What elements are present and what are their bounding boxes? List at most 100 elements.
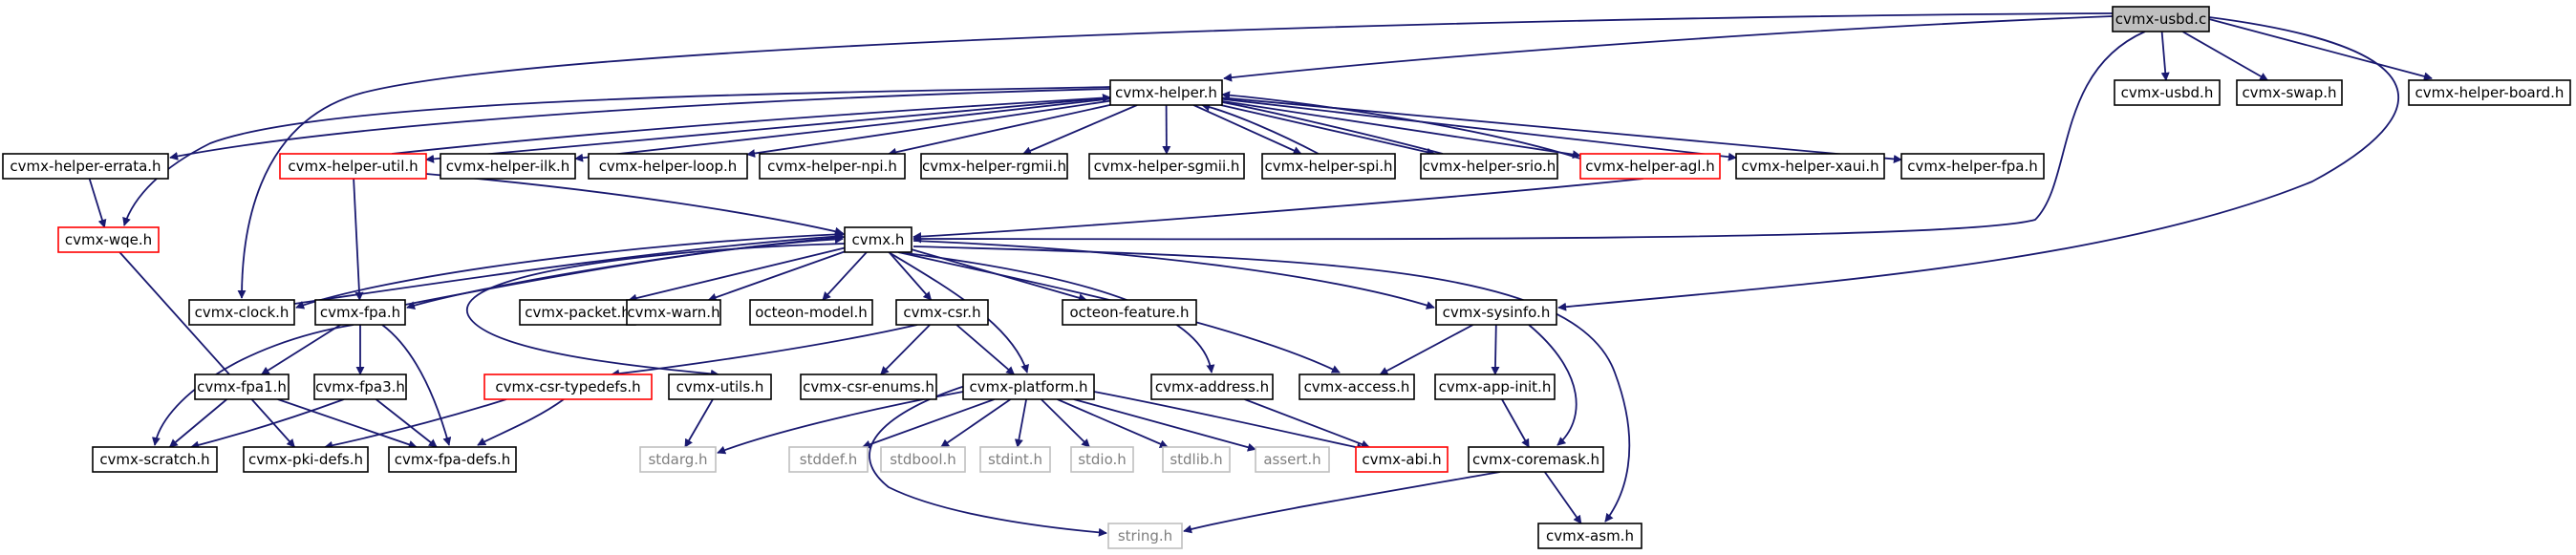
edges-layer bbox=[88, 12, 2433, 537]
node-cvmx-fpa-defs-h[interactable]: cvmx-fpa-defs.h bbox=[388, 446, 517, 473]
node-box bbox=[1261, 153, 1396, 180]
edge-cvmx-helper-util-h-to-cvmx-helper-h bbox=[391, 94, 1111, 155]
edge-cvmx-h-to-octeon-model-h bbox=[822, 251, 868, 301]
node-box bbox=[920, 153, 1068, 180]
node-label: string.h bbox=[1118, 527, 1172, 544]
node-cvmx-helper-agl-h[interactable]: cvmx-helper-agl.h bbox=[1579, 153, 1721, 180]
edge-cvmx-usbd-c-to-cvmx-swap-h bbox=[2181, 31, 2269, 81]
edge-cvmx-helper-errata-h-to-cvmx-wqe-h bbox=[88, 178, 107, 228]
node-label: octeon-feature.h bbox=[1069, 304, 1189, 321]
node-cvmx-helper-errata-h[interactable]: cvmx-helper-errata.h bbox=[2, 153, 169, 180]
node-cvmx-warn-h[interactable]: cvmx-warn.h bbox=[626, 299, 721, 326]
node-cvmx-platform-h[interactable]: cvmx-platform.h bbox=[962, 374, 1095, 400]
node-octeon-model-h[interactable]: octeon-model.h bbox=[749, 299, 873, 326]
node-box bbox=[188, 299, 295, 326]
node-label: cvmx-clock.h bbox=[195, 304, 290, 321]
node-box bbox=[483, 374, 653, 400]
edge-cvmx-csr-h-to-cvmx-csr-enums-h bbox=[880, 324, 931, 375]
node-stdint-h: stdint.h bbox=[979, 446, 1051, 473]
edge-cvmx-helper-spi-h-to-cvmx-helper-h bbox=[1201, 102, 1320, 155]
node-cvmx-address-h[interactable]: cvmx-address.h bbox=[1150, 374, 1274, 400]
node-cvmx-helper-util-h[interactable]: cvmx-helper-util.h bbox=[279, 153, 427, 180]
node-cvmx-helper-fpa-h[interactable]: cvmx-helper-fpa.h bbox=[1900, 153, 2045, 180]
node-cvmx-scratch-h[interactable]: cvmx-scratch.h bbox=[92, 446, 218, 473]
node-cvmx-sysinfo-h[interactable]: cvmx-sysinfo.h bbox=[1435, 299, 1557, 326]
edge-cvmx-coremask-h-to-string-h bbox=[1183, 471, 1501, 534]
node-cvmx-helper-sgmii-h[interactable]: cvmx-helper-sgmii.h bbox=[1088, 153, 1245, 180]
node-cvmx-helper-xaui-h[interactable]: cvmx-helper-xaui.h bbox=[1735, 153, 1885, 180]
edge-cvmx-h-to-cvmx-sysinfo-h bbox=[912, 240, 1435, 310]
edge-cvmx-fpa-h-to-cvmx-fpa1-h bbox=[260, 324, 341, 375]
node-label: cvmx-abi.h bbox=[1362, 451, 1441, 468]
node-label: cvmx-helper-board.h bbox=[2415, 84, 2565, 101]
node-cvmx-asm-h[interactable]: cvmx-asm.h bbox=[1537, 523, 1642, 549]
edge-cvmx-helper-h-to-cvmx-helper-rgmii-h bbox=[1022, 104, 1138, 155]
node-box bbox=[440, 153, 576, 180]
node-cvmx-helper-h[interactable]: cvmx-helper.h bbox=[1109, 79, 1223, 106]
edge-cvmx-h-to-cvmx-utils-h bbox=[465, 243, 846, 378]
node-cvmx-pki-defs-h[interactable]: cvmx-pki-defs.h bbox=[243, 446, 369, 473]
node-cvmx-csr-typedefs-h[interactable]: cvmx-csr-typedefs.h bbox=[483, 374, 653, 400]
edge-cvmx-sysinfo-h-to-cvmx-access-h bbox=[1379, 324, 1474, 375]
node-label: cvmx-warn.h bbox=[627, 304, 719, 321]
node-cvmx-helper-loop-h[interactable]: cvmx-helper-loop.h bbox=[588, 153, 748, 180]
edge-cvmx-h-to-cvmx-asm-h bbox=[912, 245, 1631, 523]
node-cvmx-fpa-h[interactable]: cvmx-fpa.h bbox=[314, 299, 406, 326]
edge-cvmx-usbd-c-to-cvmx-helper-board-h bbox=[2208, 18, 2433, 81]
edge-cvmx-sysinfo-h-to-cvmx-coremask-h bbox=[1528, 324, 1578, 446]
node-cvmx-clock-h[interactable]: cvmx-clock.h bbox=[188, 299, 295, 326]
node-box bbox=[194, 374, 290, 400]
node-label: cvmx-helper-agl.h bbox=[1585, 158, 1714, 175]
node-label: cvmx-helper-rgmii.h bbox=[922, 158, 1066, 175]
node-cvmx-wqe-h[interactable]: cvmx-wqe.h bbox=[57, 226, 160, 253]
node-stddef-h: stddef.h bbox=[788, 446, 869, 473]
node-cvmx-csr-h[interactable]: cvmx-csr.h bbox=[895, 299, 989, 326]
edge-cvmx-h-to-cvmx-warn-h bbox=[707, 250, 846, 302]
node-cvmx-usbd-c[interactable]: cvmx-usbd.c bbox=[2112, 6, 2210, 32]
node-label: cvmx.h bbox=[852, 231, 905, 248]
edge-cvmx-fpa-h-to-cvmx-h bbox=[404, 234, 844, 306]
edge-cvmx-fpa1-h-to-cvmx-scratch-h bbox=[168, 398, 227, 448]
node-cvmx-helper-rgmii-h[interactable]: cvmx-helper-rgmii.h bbox=[920, 153, 1068, 180]
node-label: cvmx-usbd.h bbox=[2121, 84, 2214, 101]
node-cvmx-utils-h[interactable]: cvmx-utils.h bbox=[668, 374, 772, 400]
node-box bbox=[1162, 446, 1231, 473]
node-cvmx-h[interactable]: cvmx.h bbox=[844, 226, 912, 253]
edge-cvmx-fpa1-h-to-cvmx-fpa-defs-h bbox=[277, 398, 418, 449]
node-label: cvmx-helper-loop.h bbox=[599, 158, 738, 175]
node-label: cvmx-helper-sgmii.h bbox=[1094, 158, 1240, 175]
edge-cvmx-platform-h-to-stdio-h bbox=[1041, 398, 1090, 448]
edge-cvmx-csr-h-to-cvmx-platform-h bbox=[955, 324, 1016, 375]
node-label: cvmx-address.h bbox=[1155, 378, 1269, 395]
node-box bbox=[895, 299, 989, 326]
node-box bbox=[844, 226, 912, 253]
node-box bbox=[759, 153, 906, 180]
node-cvmx-helper-npi-h[interactable]: cvmx-helper-npi.h bbox=[759, 153, 906, 180]
edge-cvmx-utils-h-to-stdarg-h bbox=[684, 398, 714, 448]
node-cvmx-app-init-h[interactable]: cvmx-app-init.h bbox=[1434, 374, 1556, 400]
node-cvmx-packet-h[interactable]: cvmx-packet.h bbox=[519, 299, 636, 326]
node-label: cvmx-fpa3.h bbox=[315, 378, 405, 395]
edge-cvmx-h-to-cvmx-csr-h bbox=[888, 251, 933, 301]
node-cvmx-coremask-h[interactable]: cvmx-coremask.h bbox=[1468, 446, 1604, 473]
node-cvmx-swap-h[interactable]: cvmx-swap.h bbox=[2236, 79, 2343, 106]
node-label: cvmx-wqe.h bbox=[65, 231, 152, 248]
node-cvmx-helper-ilk-h[interactable]: cvmx-helper-ilk.h bbox=[440, 153, 576, 180]
edge-cvmx-platform-h-to-string-h bbox=[869, 385, 1107, 537]
node-cvmx-access-h[interactable]: cvmx-access.h bbox=[1299, 374, 1415, 400]
node-box bbox=[1735, 153, 1885, 180]
node-box bbox=[314, 299, 406, 326]
node-cvmx-usbd-h[interactable]: cvmx-usbd.h bbox=[2114, 79, 2221, 106]
node-octeon-feature-h[interactable]: octeon-feature.h bbox=[1062, 299, 1197, 326]
node-cvmx-fpa3-h[interactable]: cvmx-fpa3.h bbox=[313, 374, 407, 400]
node-label: stdio.h bbox=[1078, 451, 1127, 468]
node-box bbox=[1299, 374, 1415, 400]
node-cvmx-csr-enums-h[interactable]: cvmx-csr-enums.h bbox=[800, 374, 937, 400]
node-box bbox=[1468, 446, 1604, 473]
node-label: cvmx-helper-npi.h bbox=[767, 158, 897, 175]
node-cvmx-helper-board-h[interactable]: cvmx-helper-board.h bbox=[2408, 79, 2571, 106]
node-cvmx-fpa1-h[interactable]: cvmx-fpa1.h bbox=[194, 374, 290, 400]
node-cvmx-helper-spi-h[interactable]: cvmx-helper-spi.h bbox=[1261, 153, 1396, 180]
node-cvmx-helper-srio-h[interactable]: cvmx-helper-srio.h bbox=[1420, 153, 1558, 180]
node-cvmx-abi-h[interactable]: cvmx-abi.h bbox=[1355, 446, 1449, 473]
